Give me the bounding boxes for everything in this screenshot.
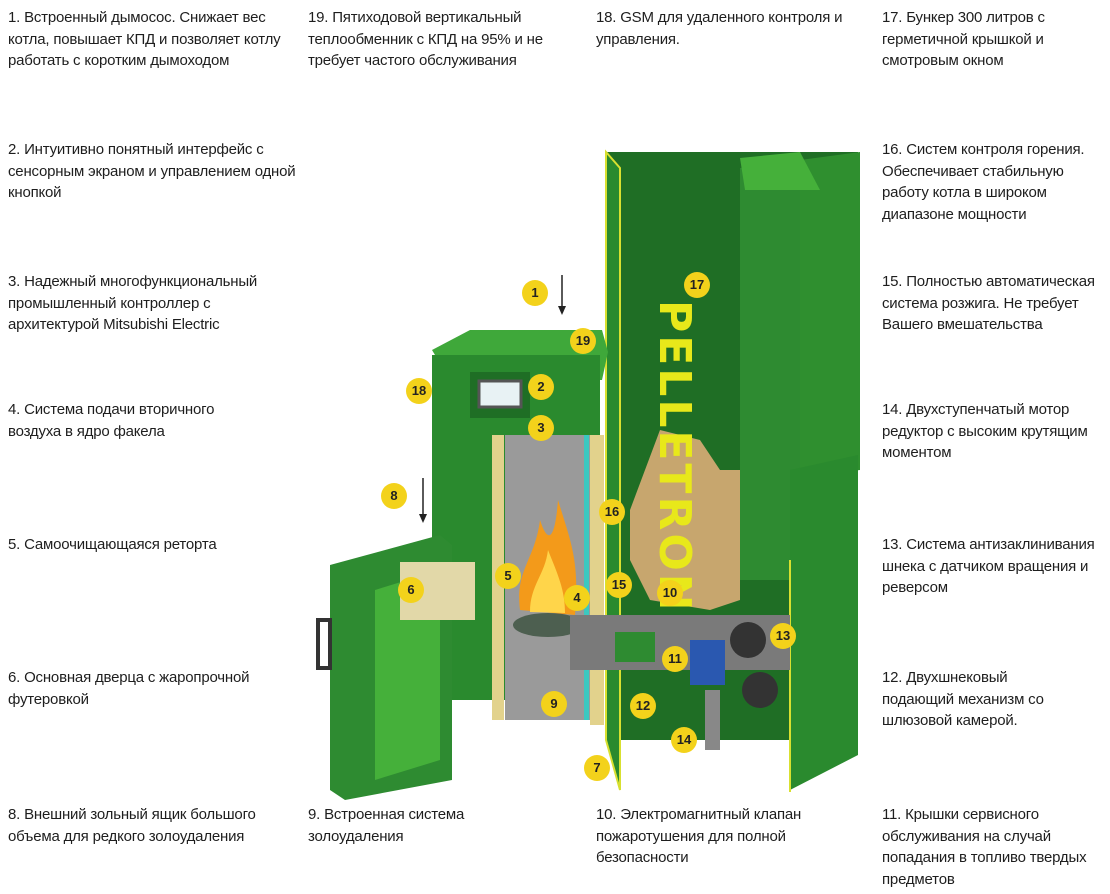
retort	[513, 613, 583, 637]
caption-8: 8. Внешний зольный ящик большого объема …	[8, 806, 256, 845]
marker-9: 9	[541, 691, 567, 717]
hopper-top-lid	[740, 152, 820, 190]
marker-8: 8	[381, 483, 407, 509]
marker-7: 7	[584, 755, 610, 781]
caption-15: 15. Полностью автоматическая система роз…	[882, 273, 1095, 333]
touch-screen-icon	[477, 379, 523, 409]
marker-12: 12	[630, 693, 656, 719]
caption-9: 9. Встроенная система золоудаления	[308, 806, 465, 845]
caption-18: 18. GSM для удаленного контроля и управл…	[596, 9, 843, 48]
marker-11: 11	[662, 646, 688, 672]
pellets	[630, 430, 740, 610]
caption-4: 4. Система подачи вторичного воздуха в я…	[8, 401, 215, 440]
caption-11: 11. Крышки сервисного обслуживания на сл…	[882, 806, 1087, 888]
hopper-lower-side	[790, 455, 858, 790]
caption-12: 12. Двухшнековый подающий механизм со шл…	[882, 669, 1044, 729]
caption-3: 3. Надежный многофункциональный промышле…	[8, 273, 258, 333]
marker-6: 6	[398, 577, 424, 603]
marker-1: 1	[522, 280, 548, 306]
hopper-front-panel	[740, 168, 800, 580]
caption-2: 2. Интуитивно понятный интерфейс с сенсо…	[8, 141, 296, 201]
marker-5: 5	[495, 563, 521, 589]
marker-19: 19	[570, 328, 596, 354]
caption-10: 10. Электромагнитный клапан пожаротушени…	[596, 806, 802, 866]
hopper-left-wall	[605, 149, 621, 791]
marker-13: 13	[770, 623, 796, 649]
marker-10: 10	[657, 580, 683, 606]
marker-15: 15	[606, 572, 632, 598]
marker-17: 17	[684, 272, 710, 298]
caption-13: 13. Система антизаклинивания шнека с дат…	[882, 536, 1095, 596]
caption-5: 5. Самоочищающаяся реторта	[8, 536, 217, 553]
marker-3: 3	[528, 415, 554, 441]
caption-6: 6. Основная дверца с жаропрочной футеров…	[8, 669, 250, 708]
marker-2: 2	[528, 374, 554, 400]
marker-4: 4	[564, 585, 590, 611]
marker-16: 16	[599, 499, 625, 525]
brand-logo: PELLETRON	[649, 300, 700, 614]
gear-motor	[690, 640, 725, 685]
caption-1: 1. Встроенный дымосос. Снижает вес котла…	[8, 9, 281, 69]
gear-icon	[730, 622, 766, 658]
caption-14: 14. Двухступенчатый мотор редуктор с выс…	[882, 401, 1088, 461]
marker-14: 14	[671, 727, 697, 753]
caption-19: 19. Пятиходовой вертикальный теплообменн…	[308, 9, 543, 69]
marker-18: 18	[406, 378, 432, 404]
door-handle-icon	[316, 618, 332, 670]
caption-16: 16. Систем контроля горения. Обеспечивае…	[882, 141, 1085, 223]
caption-17: 17. Бункер 300 литров с герметичной крыш…	[882, 9, 1045, 69]
